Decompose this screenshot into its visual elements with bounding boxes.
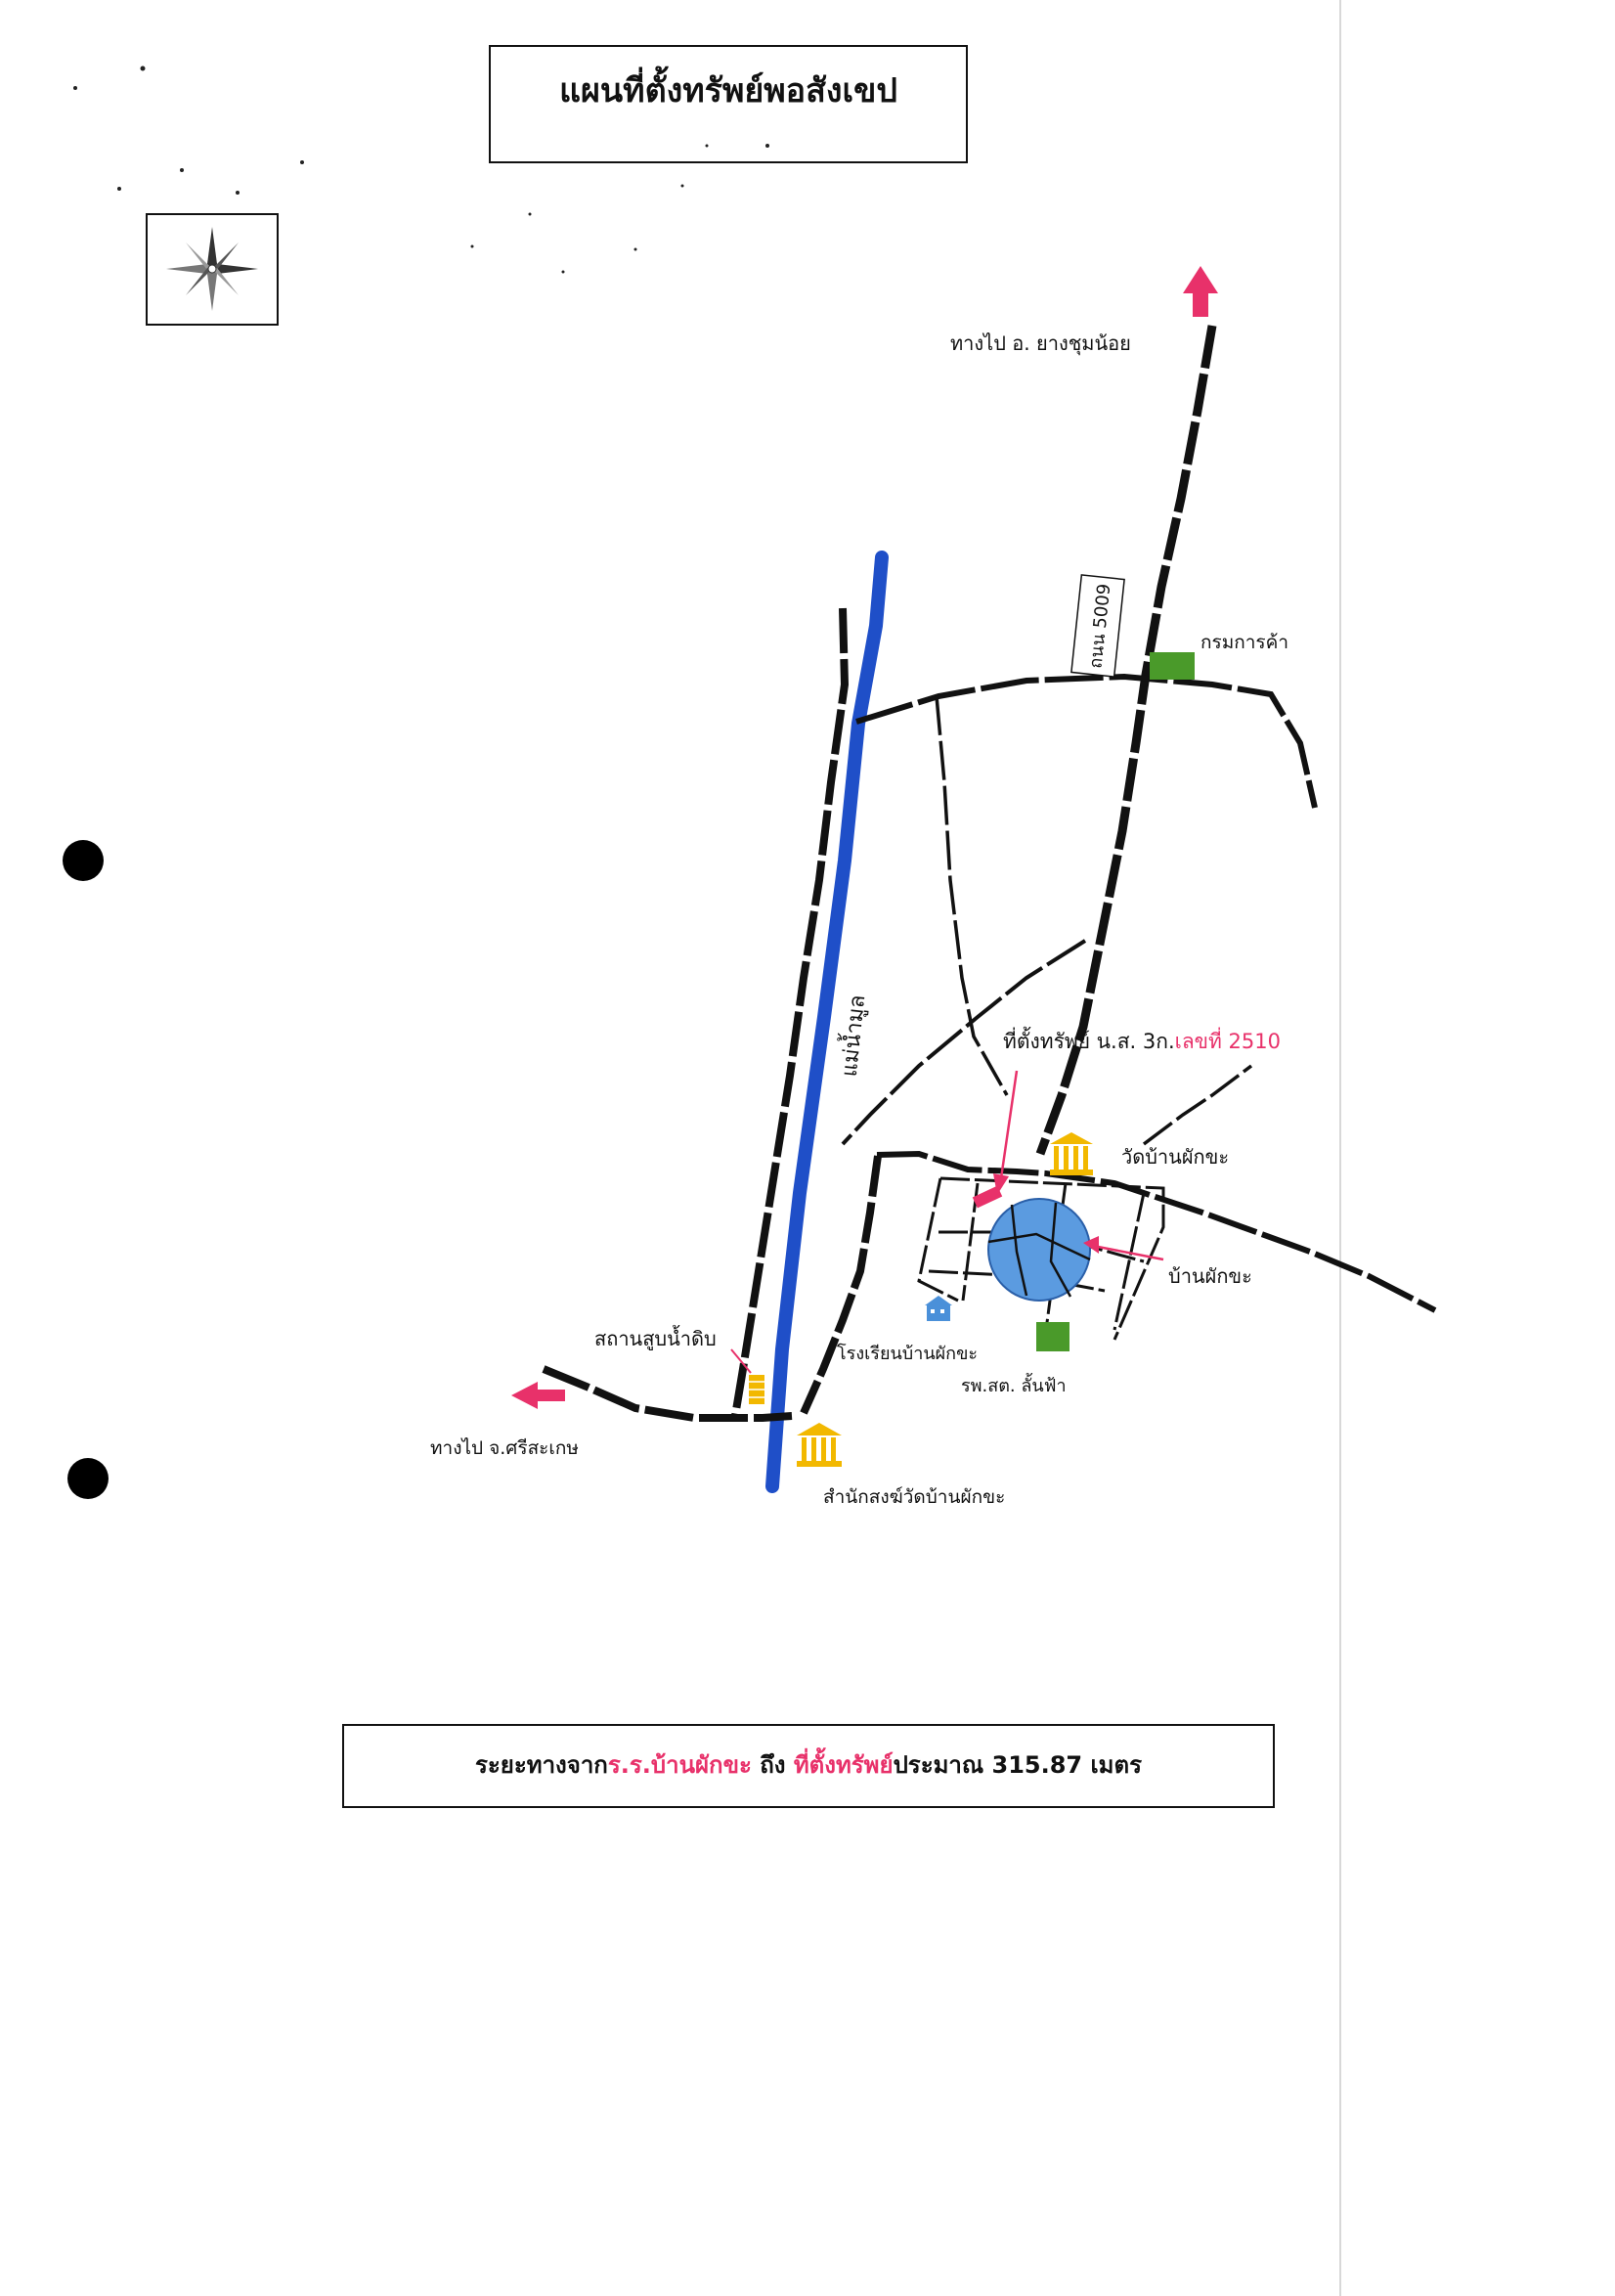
village-pointer-line: [1092, 1244, 1164, 1261]
compass-rose-icon: [146, 213, 279, 326]
road-east-bank: [800, 1155, 882, 1415]
village-label: บ้านผักขะ: [1168, 1264, 1252, 1288]
village-pointer-head: [1083, 1236, 1099, 1254]
commerce-marker: [1150, 652, 1195, 680]
distance-note-box: ระยะทางจากร.ร.บ้านผักขะ ถึง ที่ตั้งทรัพย…: [342, 1724, 1275, 1808]
distance-from: ร.ร.บ้านผักขะ: [608, 1751, 752, 1779]
hospital-label: รพ.สต. ลั้นฟ้า: [961, 1373, 1067, 1396]
distance-middle: ถึง: [752, 1751, 794, 1779]
pump-station-icon: [730, 1348, 764, 1404]
property-marker: [972, 1185, 1003, 1209]
road-east-branch: [1142, 1064, 1253, 1146]
road-village: [876, 1150, 1437, 1313]
property-pointer-head: [993, 1173, 1009, 1195]
village-road: [987, 1232, 1091, 1261]
road-5009: [1035, 325, 1217, 1156]
village-road: [1049, 1202, 1072, 1298]
temple-icon: [797, 1423, 842, 1467]
monastery-label: สำนักสงฆ์วัดบ้านผักขะ: [823, 1486, 1005, 1508]
school-label: โรงเรียนบ้านผักขะ: [837, 1343, 978, 1364]
distance-to: ที่ตั้งทรัพย์: [794, 1746, 894, 1779]
property-label: ที่ตั้งทรัพย์ น.ส. 3ก.เลขที่ 2510: [1003, 1027, 1281, 1053]
property-number: เลขที่ 2510: [1175, 1027, 1281, 1053]
distance-prefix: ระยะทางจาก: [475, 1751, 608, 1779]
distance-suffix: ประมาณ 315.87 เมตร: [894, 1751, 1143, 1779]
arrow-left-icon: [511, 1382, 565, 1409]
river-line: [765, 551, 889, 1493]
property-pointer-line: [999, 1070, 1019, 1179]
punch-hole: [67, 1458, 109, 1499]
road-west-bank: [731, 607, 850, 1417]
road-sisaket: [542, 1365, 793, 1422]
pump-station-label: สถานสูบน้ำดิบ: [594, 1325, 717, 1351]
map-title: แผนที่ตั้งทรัพย์พอสังเขป: [559, 66, 897, 110]
road-southwest: [841, 939, 1087, 1146]
to-yang-chum-noi-label: ทางไป อ. ยางชุมน้อย: [950, 331, 1131, 356]
road-north-cross: [855, 673, 1318, 809]
property-label-prefix: ที่ตั้งทรัพย์ น.ส. 3ก.: [1003, 1027, 1175, 1053]
road-thin-west: [935, 695, 1009, 1096]
school-icon: [925, 1296, 952, 1321]
temple-icon: [1050, 1132, 1093, 1175]
to-sisaket-label: ทางไป จ.ศรีสะเกษ: [430, 1437, 579, 1459]
commerce-dept-label: กรมการค้า: [1200, 632, 1288, 653]
scan-specks: [73, 66, 769, 274]
hospital-marker: [1036, 1322, 1069, 1351]
village-area: [987, 1198, 1091, 1302]
punch-hole: [63, 840, 104, 881]
arrow-up-icon: [1183, 266, 1218, 317]
road-5009-label-box: ถนน 5009: [1070, 574, 1125, 678]
temple-label: วัดบ้านผักขะ: [1121, 1145, 1229, 1169]
distance-note: ระยะทางจากร.ร.บ้านผักขะ ถึง ที่ตั้งทรัพย…: [475, 1746, 1142, 1779]
village-road: [1010, 1204, 1028, 1297]
title-box: แผนที่ตั้งทรัพย์พอสังเขป: [489, 45, 968, 163]
river-label: แม่น้ำมูล: [834, 993, 871, 1079]
